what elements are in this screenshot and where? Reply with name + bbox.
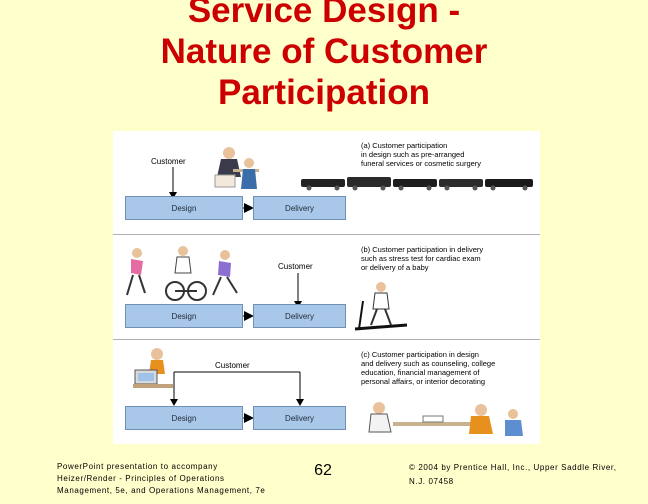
customer-label: Customer — [151, 157, 186, 166]
page-number: 62 — [300, 462, 346, 480]
panel-a: Customer Design Delivery (a) Customer pa… — [113, 131, 540, 234]
panel-b: Customer Design Delivery (b) Customer pa… — [113, 235, 540, 339]
caption-c: (c) Customer participation in design and… — [361, 350, 536, 386]
title-line-1: Service Design - — [0, 0, 648, 31]
caption-b: (b) Customer participation in delivery s… — [361, 245, 536, 272]
arrow-down-icon — [293, 273, 303, 308]
panel-c: Customer Design Delivery (c) Customer pa… — [113, 340, 540, 444]
caption-a: (a) Customer participation in design suc… — [361, 141, 536, 168]
treadmill-illustration-icon — [351, 281, 411, 333]
design-box: Design — [125, 304, 243, 328]
delivery-box: Delivery — [253, 304, 346, 328]
title-line-2: Nature of Customer — [0, 31, 648, 72]
design-box: Design — [125, 196, 243, 220]
slide-title: Service Design - Nature of Customer Part… — [0, 0, 648, 113]
delivery-box: Delivery — [253, 196, 346, 220]
footer-attribution: PowerPoint presentation to accompany Hei… — [57, 461, 287, 497]
customer-label: Customer — [278, 262, 313, 271]
title-line-3: Participation — [0, 72, 648, 113]
connector-line — [243, 207, 253, 209]
counseling-illustration-icon — [363, 396, 535, 442]
consultation-illustration-icon — [211, 145, 263, 193]
customer-participation-figure: Customer Design Delivery (a) Customer pa… — [113, 131, 540, 444]
footer-copyright: © 2004 by Prentice Hall, Inc., Upper Sad… — [409, 461, 641, 489]
design-box: Design — [125, 406, 243, 430]
branching-arrows-icon — [167, 368, 317, 408]
limousines-illustration-icon — [299, 173, 537, 191]
delivery-box: Delivery — [253, 406, 346, 430]
exercising-people-illustration-icon — [123, 243, 248, 303]
arrow-down-icon — [168, 167, 178, 199]
